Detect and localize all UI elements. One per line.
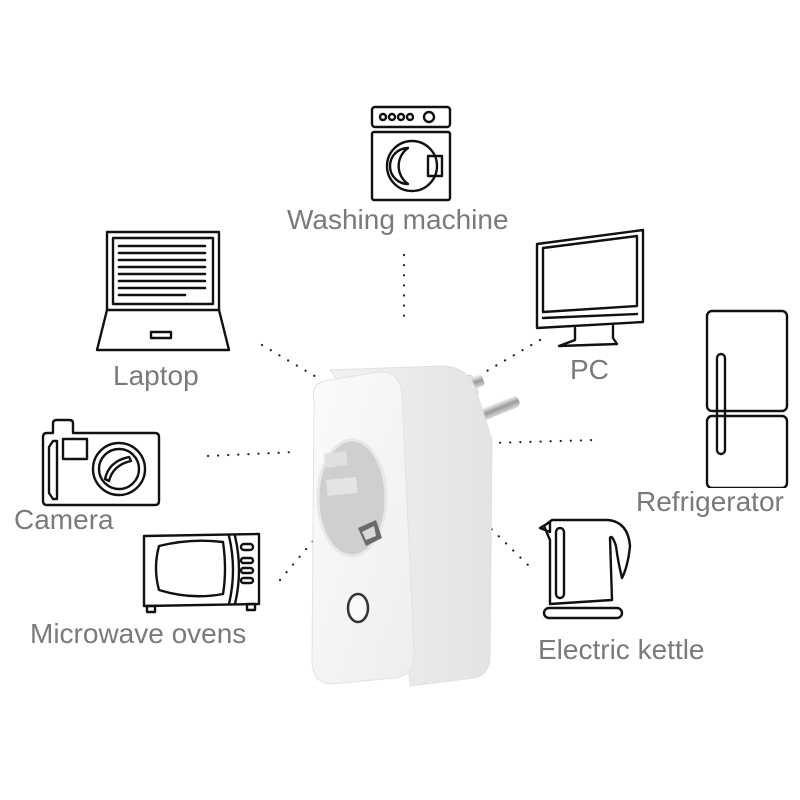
washing-machine-icon: [370, 104, 454, 209]
microwave-icon: [141, 530, 265, 621]
label-refrigerator: Refrigerator: [636, 486, 784, 517]
kettle-icon: [538, 518, 638, 633]
label-camera: Camera: [14, 504, 114, 535]
laptop-icon: [95, 230, 235, 361]
smart-plug-icon: [290, 360, 520, 695]
label-washing-machine: Washing machine: [287, 204, 509, 235]
refrigerator-icon: [705, 308, 789, 493]
camera-icon: [39, 417, 163, 512]
label-pc: PC: [570, 354, 609, 385]
label-microwave: Microwave ovens: [30, 618, 247, 649]
monitor-icon: [535, 228, 647, 357]
label-laptop: Laptop: [113, 360, 199, 391]
label-electric-kettle: Electric kettle: [538, 634, 705, 665]
